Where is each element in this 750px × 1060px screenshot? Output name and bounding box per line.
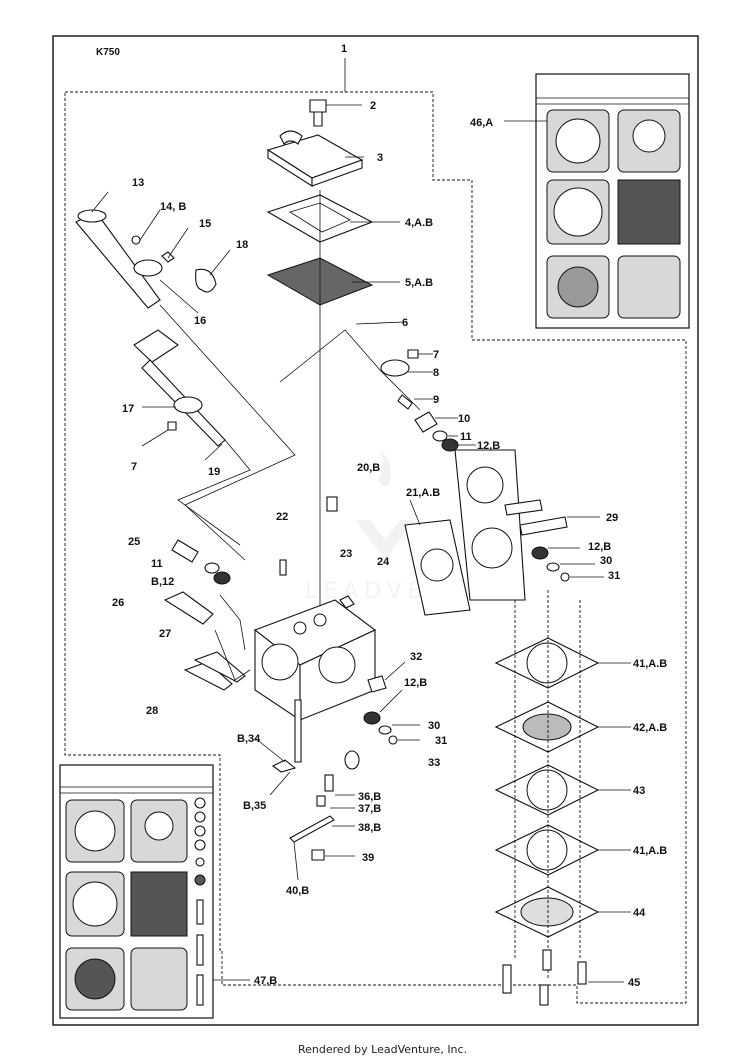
callout-41-bottom: 41,A.B: [633, 845, 667, 857]
callout-30-lower: 30: [428, 720, 440, 732]
callout-8: 8: [433, 367, 439, 379]
callout-labels: 1 2 3 4,A.B 5,A.B 6 7 8 9 10 11 12,B 13 …: [112, 43, 667, 989]
lower-parts: [254, 661, 420, 881]
callout-28: 28: [146, 705, 158, 717]
pump-cover-assembly: [266, 99, 400, 610]
gasket-stack: [494, 590, 631, 1006]
callout-11-left: 11: [151, 558, 163, 570]
callout-b35: B,35: [243, 800, 266, 812]
kit-box-46: [504, 73, 690, 329]
callout-18: 18: [236, 239, 248, 251]
callout-1: 1: [341, 43, 347, 55]
callout-12-top: 12,B: [477, 440, 500, 452]
model-label: K750: [96, 47, 120, 58]
callout-22: 22: [276, 511, 288, 523]
assembly-boundary: [64, 91, 687, 1004]
callout-19: 19: [208, 466, 220, 478]
callout-13: 13: [132, 177, 144, 189]
callout-31-right: 31: [608, 570, 620, 582]
callout-2: 2: [370, 100, 376, 112]
callout-12-right: 12,B: [588, 541, 611, 553]
callout-14: 14, B: [160, 201, 186, 213]
callout-7-left: 7: [131, 461, 137, 473]
callout-38: 38,B: [358, 822, 381, 834]
callout-24: 24: [377, 556, 390, 568]
callout-30-right: 30: [600, 555, 612, 567]
callout-42: 42,A.B: [633, 722, 667, 734]
callout-10: 10: [458, 413, 470, 425]
callout-31-lower: 31: [435, 735, 447, 747]
throttle-shaft-assembly: [75, 191, 296, 561]
callout-23: 23: [340, 548, 352, 560]
callout-20: 20,B: [357, 462, 380, 474]
callout-11-top: 11: [460, 431, 472, 443]
callout-40: 40,B: [286, 885, 309, 897]
callout-43: 43: [633, 785, 645, 797]
callout-6: 6: [402, 317, 408, 329]
callout-25: 25: [128, 536, 140, 548]
callout-17: 17: [122, 403, 134, 415]
callout-b34: B,34: [237, 733, 261, 745]
callout-32: 32: [410, 651, 422, 663]
callout-29: 29: [606, 512, 618, 524]
carburetor-body: [163, 539, 377, 722]
callout-33: 33: [428, 757, 440, 769]
footer-credit: Rendered by LeadVenture, Inc.: [298, 1043, 467, 1056]
callout-15: 15: [199, 218, 211, 230]
callout-21: 21,A.B: [406, 487, 440, 499]
callout-b12: B,12: [151, 576, 174, 588]
screws-right: [504, 499, 604, 582]
callout-45: 45: [628, 977, 640, 989]
fuel-inlet-assembly: [279, 321, 476, 452]
callout-44: 44: [633, 907, 646, 919]
callout-3: 3: [377, 152, 383, 164]
callout-9: 9: [433, 394, 439, 406]
callout-27: 27: [159, 628, 171, 640]
callout-26: 26: [112, 597, 124, 609]
callout-4: 4,A.B: [405, 217, 433, 229]
pump-cover-21: [326, 449, 526, 616]
callout-41-top: 41,A.B: [633, 658, 667, 670]
callout-47: 47,B: [254, 975, 277, 987]
callout-46: 46,A: [470, 117, 493, 129]
callout-37: 37,B: [358, 803, 381, 815]
choke-shaft-assembly: [133, 329, 251, 546]
callout-16: 16: [194, 315, 206, 327]
kit-box-47: [59, 764, 250, 1019]
callout-5: 5,A.B: [405, 277, 433, 289]
diagram-frame: [52, 35, 699, 1026]
callout-36: 36,B: [358, 791, 381, 803]
callout-7-top: 7: [433, 349, 439, 361]
callout-12-lower: 12,B: [404, 677, 427, 689]
callout-39: 39: [362, 852, 374, 864]
